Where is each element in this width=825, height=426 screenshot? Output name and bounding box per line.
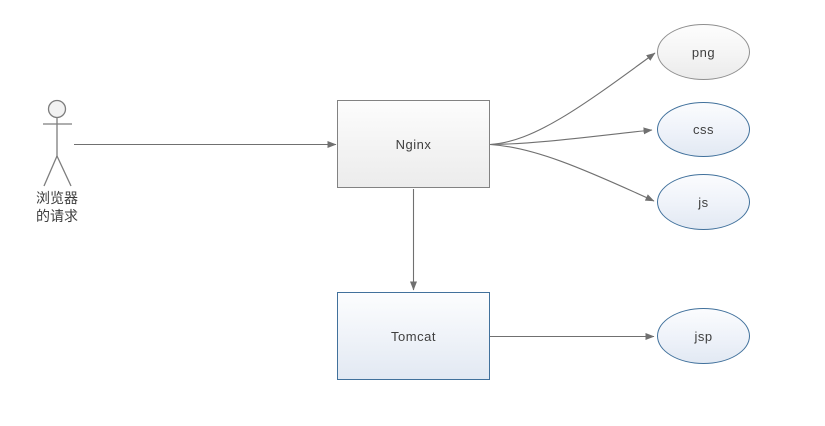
actor-label-line1: 浏览器: [36, 190, 78, 206]
actor-left-leg: [43, 155, 58, 187]
node-nginx-label: Nginx: [395, 136, 432, 152]
node-css-label: css: [693, 122, 714, 137]
actor-head: [47, 99, 67, 119]
actor-label: 浏览器 的请求: [29, 189, 85, 225]
node-png-label: png: [691, 44, 716, 60]
node-jsp: jsp: [657, 308, 750, 364]
node-nginx: Nginx: [337, 100, 490, 188]
edge-nginx-to-png: [489, 52, 656, 146]
node-js: js: [657, 174, 750, 230]
edge-nginx-to-js: [489, 143, 655, 202]
actor-label-line2: 的请求: [36, 208, 78, 224]
actor-figure: [43, 99, 72, 187]
actor-right-leg: [56, 155, 72, 187]
node-tomcat-label: Tomcat: [391, 328, 436, 344]
node-png: png: [657, 24, 750, 80]
node-tomcat: Tomcat: [337, 292, 490, 380]
node-jsp-label: jsp: [694, 328, 713, 344]
node-css: css: [657, 102, 750, 157]
node-js-label: js: [698, 194, 709, 210]
edge-nginx-to-css: [489, 127, 653, 146]
